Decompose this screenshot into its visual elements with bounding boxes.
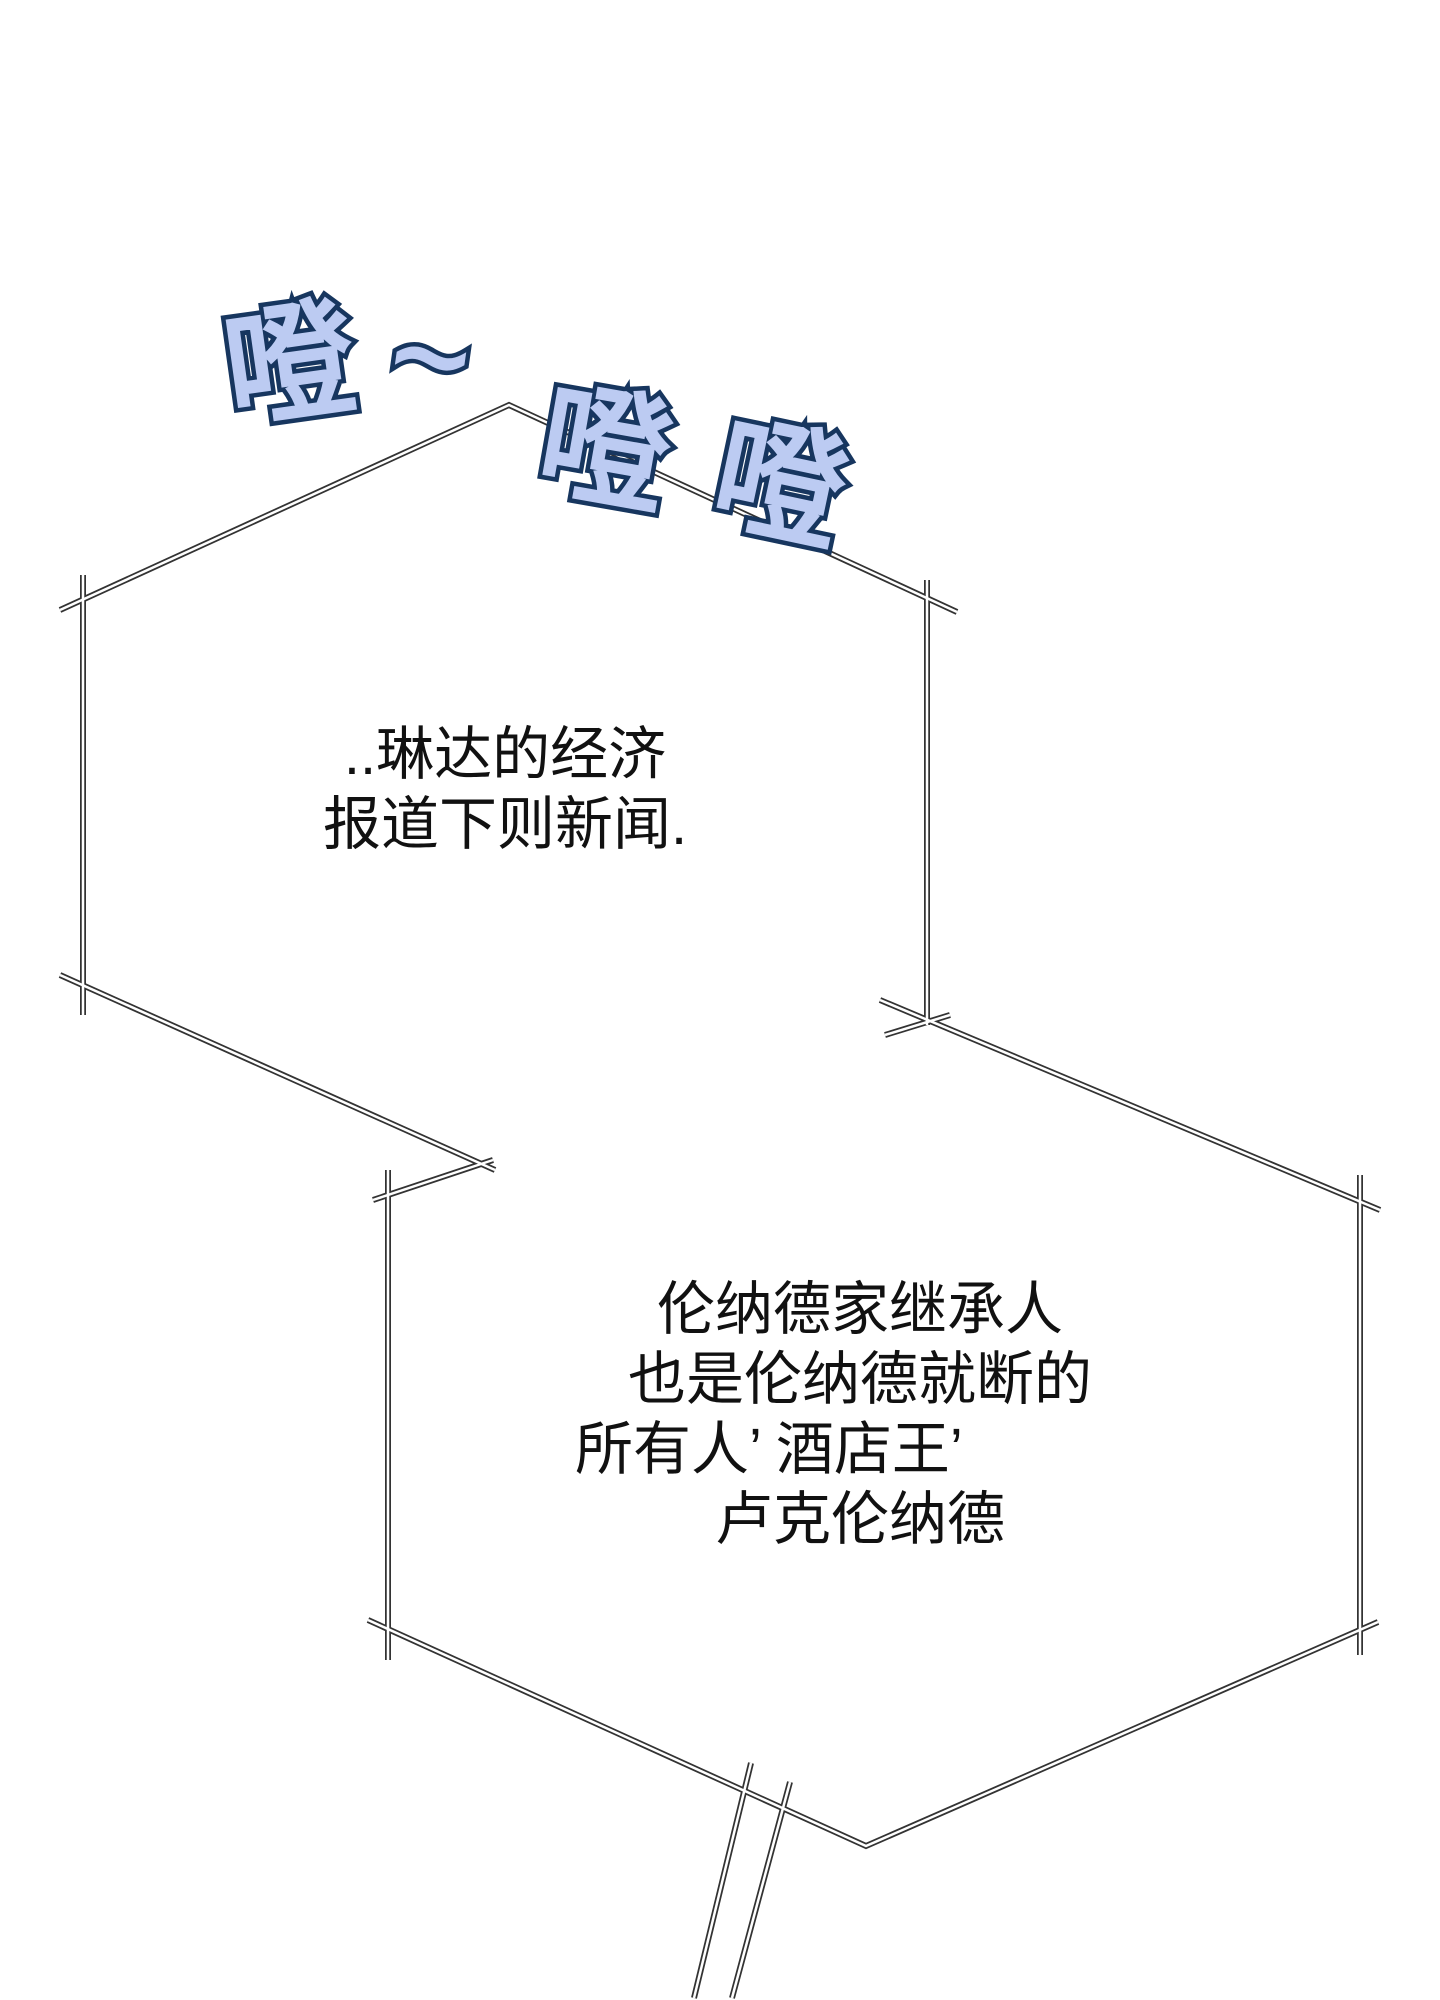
narration-line: 伦纳德家继承人 bbox=[656, 1277, 1063, 1342]
narration-line: ..琳达的经济 bbox=[343, 722, 667, 787]
narration-box-2: 伦纳德家继承人 也是伦纳德就断的 所有人’ 酒店王’ 卢克伦纳德 bbox=[560, 1275, 1160, 1555]
narration-line: 卢克伦纳德 bbox=[714, 1487, 1005, 1552]
sfx-char: 噔 bbox=[523, 359, 686, 540]
narration-box-1: ..琳达的经济 报道下则新闻. bbox=[275, 720, 735, 860]
narration-line: 所有人’ 酒店王’ bbox=[575, 1417, 963, 1482]
sfx-char: 噔 bbox=[211, 276, 370, 454]
sfx-char: 噔 bbox=[696, 393, 864, 578]
narration-line: 报道下则新闻. bbox=[322, 792, 688, 857]
sfx-tilde: ~ bbox=[372, 281, 490, 430]
narration-line: 也是伦纳德就断的 bbox=[627, 1347, 1092, 1412]
